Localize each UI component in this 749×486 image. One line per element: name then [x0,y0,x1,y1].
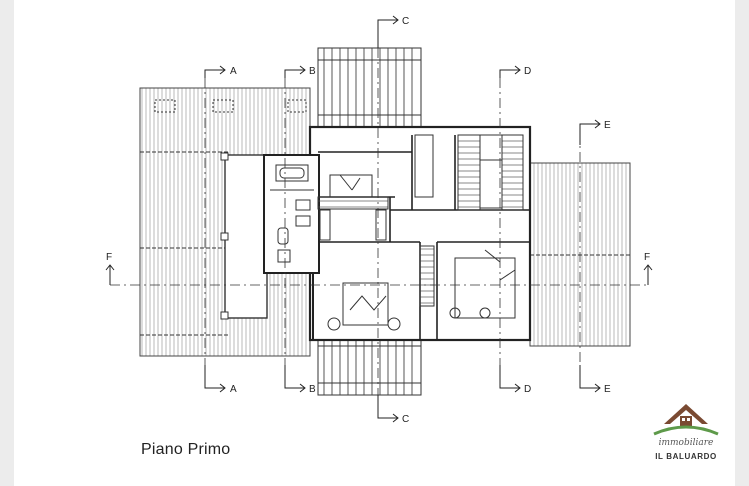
section-label-c-top: C [402,16,409,27]
bedroom-top [329,174,373,198]
section-label-e-top: E [604,120,611,131]
bottom-pergola [317,334,422,396]
section-label-d-top: D [524,66,531,77]
staircase [457,134,524,211]
bedroom-bottom-right [449,249,516,319]
section-label-f-right: F [644,252,650,263]
logo-script-text: immobiliare [658,438,714,448]
house-logo-icon [653,404,719,436]
bathroom [270,164,314,263]
section-label-a-bottom: A [230,384,237,395]
section-label-e-bottom: E [604,384,611,395]
logo-name-text: IL BALUARDO [655,452,717,461]
section-label-c-bottom: C [402,414,409,425]
section-arrows [105,15,653,423]
bedroom-bottom-left [327,282,401,331]
agency-logo: immobiliare IL BALUARDO [646,400,726,464]
floor-caption: Piano Primo [141,441,231,458]
section-label-f-left: F [106,252,112,263]
section-letters: A B C D E A B C D E F F [106,16,650,425]
section-label-b-bottom: B [309,384,316,395]
section-label-b-top: B [309,66,316,77]
section-label-a-top: A [230,66,237,77]
section-label-d-bottom: D [524,384,531,395]
top-pergola [317,47,422,129]
left-terrace [220,152,268,320]
section-lines [110,28,650,408]
closets [317,134,435,307]
